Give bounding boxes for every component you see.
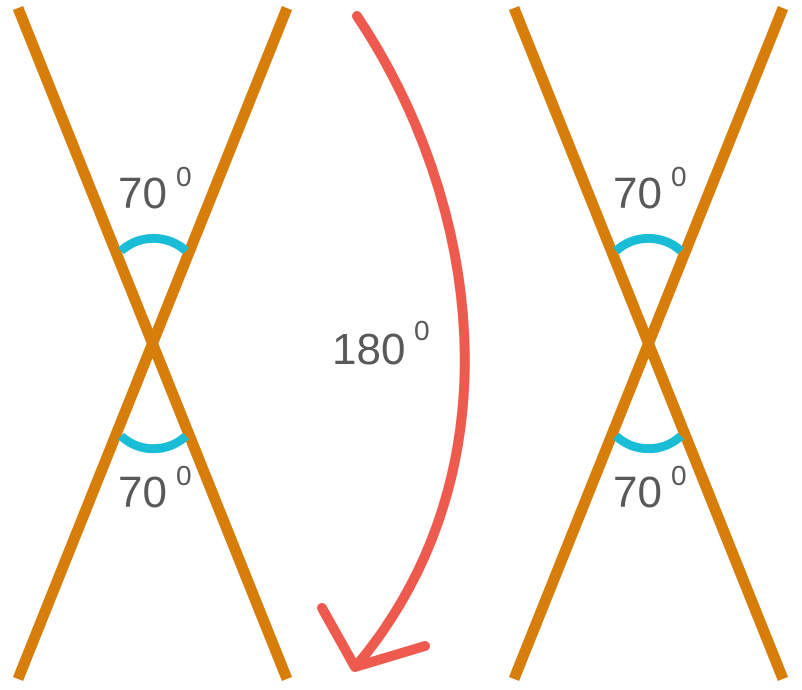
- left-bottom-angle-label: 70: [118, 468, 167, 517]
- left-line-ascending: [12, 5, 293, 682]
- right-bottom-angle-label: 70: [613, 468, 662, 517]
- rotation-arrow: 180 0: [317, 11, 470, 672]
- right-line-ascending: [508, 5, 789, 682]
- left-bottom-angle-degree: 0: [176, 460, 192, 491]
- right-top-angle-degree: 0: [671, 161, 687, 192]
- right-bottom-angle-arc: [612, 432, 685, 454]
- left-top-angle-label: 70: [118, 169, 167, 218]
- rotation-label: 180: [332, 325, 405, 374]
- left-bottom-angle-arc: [117, 432, 190, 454]
- left-top-angle-degree: 0: [176, 161, 192, 192]
- rotation-arrowhead: [317, 603, 430, 672]
- rotation-arc: [352, 11, 470, 670]
- right-top-angle-label: 70: [613, 169, 662, 218]
- right-bottom-angle-value: 70: [613, 468, 662, 517]
- rotation-degree: 0: [414, 315, 430, 346]
- right-bottom-angle-degree: 0: [671, 460, 687, 491]
- left-top-angle-value: 70: [118, 169, 167, 218]
- left-bottom-angle-value: 70: [118, 468, 167, 517]
- right-top-angle-value: 70: [613, 169, 662, 218]
- left-figure: 70 0 70 0: [12, 5, 293, 682]
- right-top-angle-arc: [612, 233, 685, 255]
- left-top-angle-arc: [117, 233, 190, 255]
- right-figure: 70 0 70 0: [508, 5, 789, 682]
